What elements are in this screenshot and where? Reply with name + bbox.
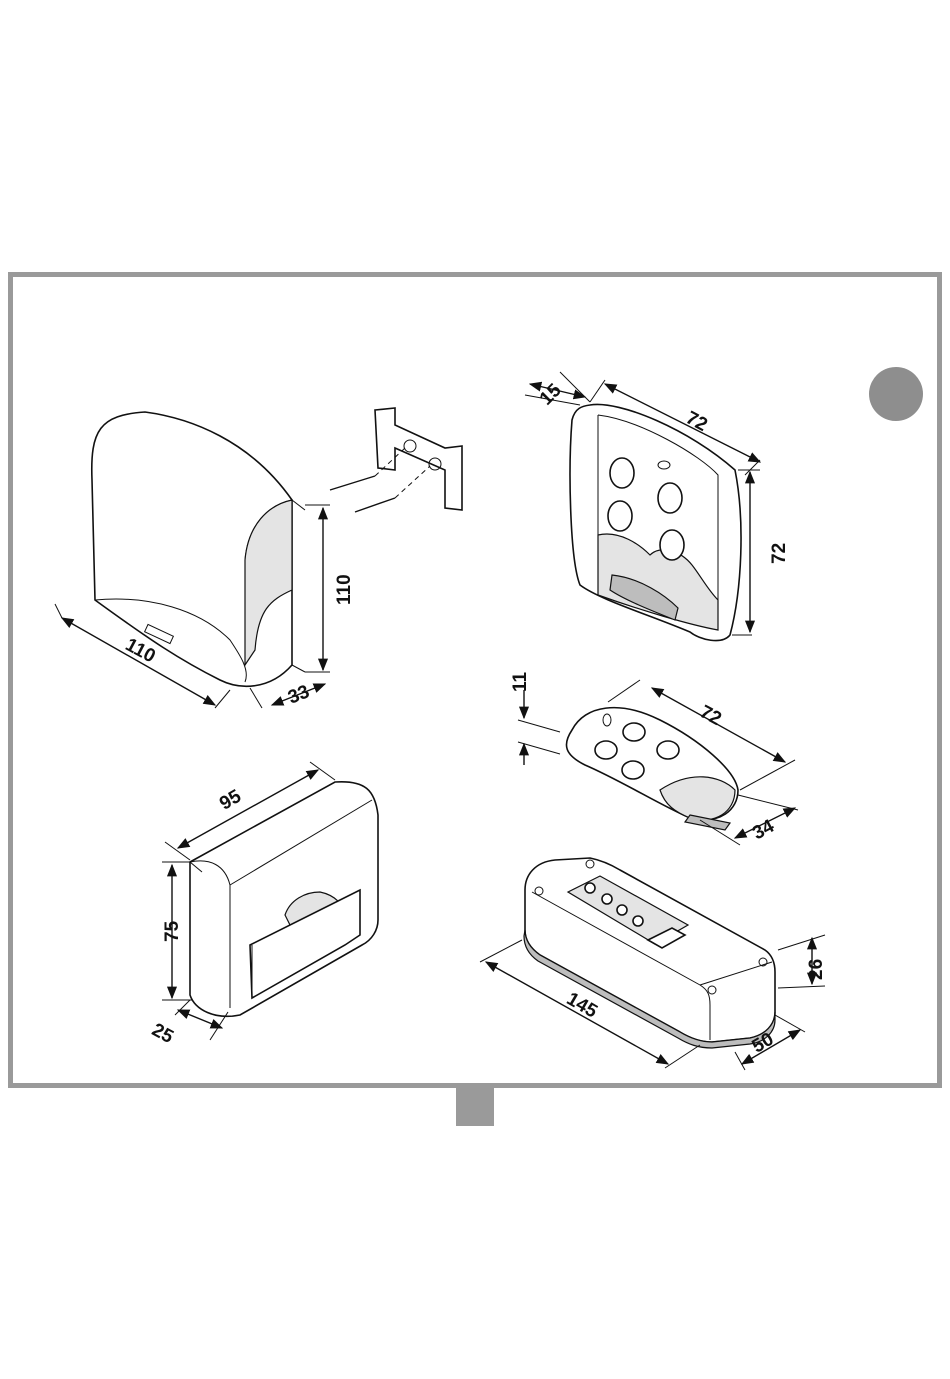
receiver-box	[190, 782, 378, 1017]
label-fob-width: 34	[749, 816, 778, 845]
wall-bracket	[330, 408, 462, 512]
motor-unit	[92, 412, 305, 686]
label-receiver-width: 95	[216, 786, 245, 815]
label-handheld-height: 26	[806, 959, 827, 980]
label-wall-tx-width: 72	[682, 408, 711, 436]
handheld-transmitter	[524, 858, 775, 1048]
label-receiver-height: 75	[162, 920, 183, 942]
label-receiver-depth: 25	[148, 1020, 177, 1049]
label-motor-depth: 33	[285, 681, 312, 708]
label-wall-tx-depth: 15	[536, 380, 566, 410]
label-fob-thickness: 11	[510, 671, 531, 692]
label-wall-tx-height: 72	[769, 543, 790, 564]
label-handheld-length: 145	[563, 988, 601, 1022]
label-motor-height: 110	[334, 574, 355, 605]
